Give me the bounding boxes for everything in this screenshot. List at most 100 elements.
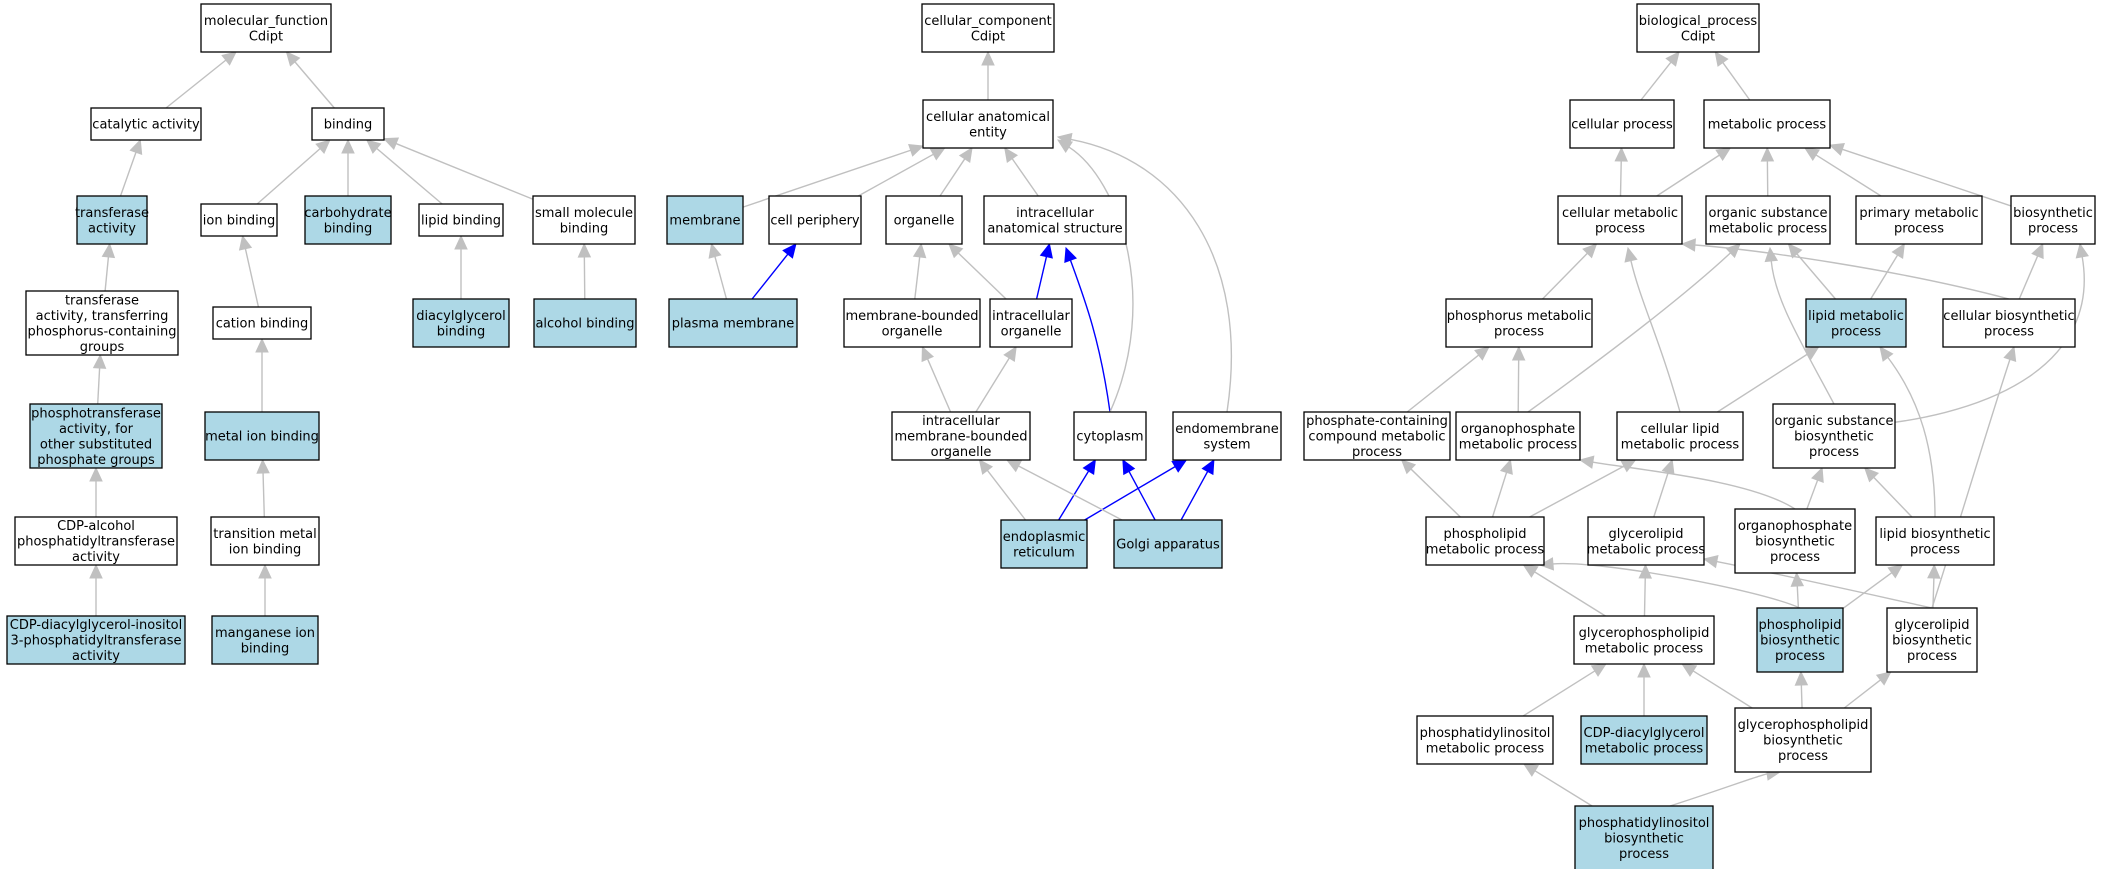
edge-golgi-to-endo [1180, 458, 1215, 521]
node-label-line: diacylglycerol [416, 309, 506, 324]
node-label-line: biosynthetic [1604, 832, 1684, 847]
node-org[interactable]: organelle [885, 195, 963, 245]
edge-arrowhead [1803, 147, 1821, 161]
node-cper[interactable]: cell periphery [768, 195, 862, 245]
node-lipb[interactable]: lipid binding [418, 203, 504, 237]
edge-line [1873, 476, 1913, 518]
edge-bsp-to-mp [1828, 143, 2012, 207]
node-box [533, 298, 637, 348]
node-bind[interactable]: binding [311, 107, 385, 141]
node-pm[interactable]: plasma membrane [668, 298, 798, 348]
edge-line [104, 256, 110, 292]
node-cat[interactable]: catalytic activity [90, 107, 202, 141]
node-cp[interactable]: cellular process [1569, 99, 1675, 149]
node-box [418, 203, 504, 237]
edge-glmp-to-clmp [1653, 458, 1675, 518]
node-box [768, 195, 862, 245]
node-label-line: Cdipt [249, 29, 283, 44]
node-label-line: phosphatidylinositol [1420, 726, 1551, 741]
edge-arrowhead [1522, 763, 1539, 777]
node-memb[interactable]: membrane [666, 195, 744, 245]
edge-arrowhead [1760, 146, 1775, 162]
node-box [1445, 298, 1593, 348]
node-label-line: membrane-bounded [894, 430, 1027, 445]
edge-line [926, 358, 952, 413]
node-label-line: CDP-diacylglycerol-inositol [10, 618, 183, 633]
node-catb[interactable]: cation binding [212, 306, 312, 340]
edge-endo-to-cae [1056, 132, 1232, 413]
edge-line [1800, 684, 1803, 709]
node-box [1772, 403, 1896, 469]
node-cyto[interactable]: cytoplasm [1073, 411, 1147, 461]
node-label-line: process [1494, 324, 1544, 339]
node-alcb[interactable]: alcohol binding [533, 298, 637, 348]
node-mp[interactable]: metabolic process [1703, 99, 1831, 149]
node-label-line: Golgi apparatus [1116, 538, 1220, 553]
edges-layer [89, 50, 2089, 807]
edge-pccmp-to-phmp [1406, 346, 1490, 413]
edge-arrowhead [1875, 671, 1892, 686]
node-ionb[interactable]: ion binding [200, 203, 278, 237]
node-label-line: phosphate-containing [1306, 414, 1448, 429]
node-golgi[interactable]: Golgi apparatus [1113, 519, 1223, 569]
edge-cdpalc-to-ptrans [89, 466, 103, 517]
edge-arrowhead [1702, 554, 1719, 569]
edge-line [1796, 253, 1837, 300]
edge-cbp-to-bsp [2018, 242, 2044, 300]
edge-arrowhead [921, 345, 934, 363]
edge-gpmp-to-plmp [1522, 564, 1606, 617]
edge-line [376, 147, 443, 205]
node-cdpalc[interactable]: CDP-alcoholphosphatidyltransferaseactivi… [14, 516, 178, 566]
node-box [1580, 715, 1708, 765]
edge-arrowhead [221, 51, 237, 66]
node-box [532, 195, 636, 245]
edge-line [119, 152, 137, 197]
edge-arrowhead [1590, 663, 1607, 677]
node-mib[interactable]: metal ion binding [204, 411, 320, 461]
node-cdpino[interactable]: CDP-diacylglycerol-inositol3-phosphatidy… [6, 615, 186, 665]
node-label-line: endomembrane [1175, 422, 1279, 437]
edge-line [1534, 770, 1593, 807]
